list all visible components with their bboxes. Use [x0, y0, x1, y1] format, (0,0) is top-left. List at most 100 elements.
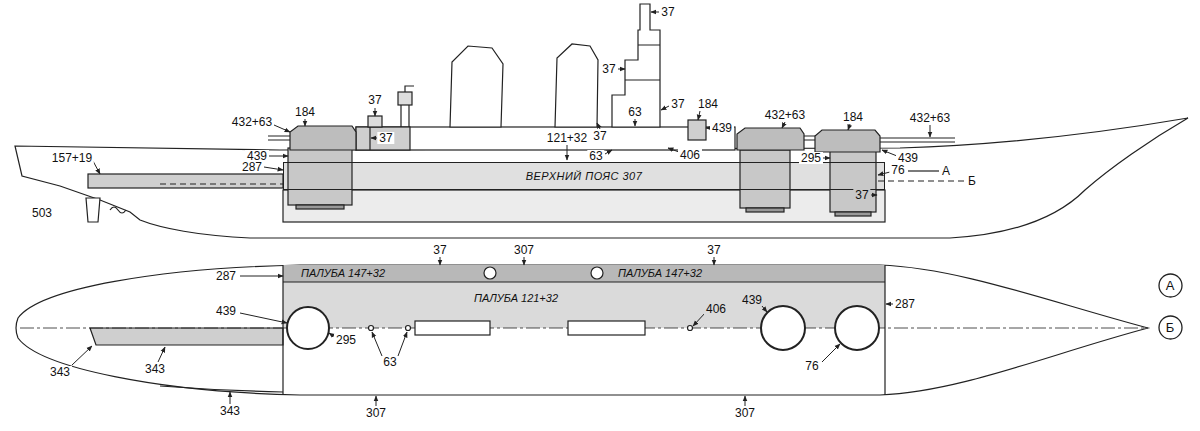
callout-number: 37 — [659, 6, 676, 18]
barbette — [740, 150, 790, 208]
turret — [815, 130, 880, 152]
callout-number: 439 — [214, 305, 238, 317]
leader — [822, 344, 840, 362]
leader — [605, 150, 612, 154]
callout-number: 343 — [48, 366, 72, 378]
turret — [737, 128, 804, 150]
leader — [698, 111, 700, 120]
funnel — [450, 46, 503, 127]
barbette-ring — [835, 306, 879, 350]
callout-number: 37 — [591, 130, 608, 142]
barbette — [288, 148, 352, 205]
upper-belt-fill — [283, 162, 885, 190]
stern-deck-armor — [90, 328, 283, 345]
leader — [274, 125, 290, 132]
director — [688, 120, 706, 140]
leader — [567, 145, 568, 160]
mast-pole — [401, 86, 414, 127]
hull-plan — [16, 265, 1148, 395]
callout-number: 184 — [696, 98, 720, 110]
callout-number: 287 — [893, 298, 917, 310]
leader — [597, 123, 600, 129]
callout-number: 76 — [889, 164, 906, 176]
leader — [848, 124, 850, 130]
lower-belt — [283, 190, 885, 222]
propeller — [110, 207, 126, 213]
callout-number: 439 — [896, 152, 920, 164]
leader — [240, 313, 287, 323]
deck-strip — [283, 265, 885, 282]
callout-number: 37 — [853, 189, 870, 201]
funnel — [555, 44, 598, 127]
callout-number: 37 — [705, 244, 722, 256]
mast-pole — [369, 127, 370, 150]
circle-outline — [1159, 316, 1182, 339]
leader — [782, 122, 785, 128]
leader — [618, 69, 625, 70]
callout-number: 295 — [334, 334, 358, 346]
callout-number: 432+63 — [763, 109, 807, 121]
mast-top — [398, 92, 412, 105]
callout-number: 432+63 — [908, 112, 952, 124]
callout-number: 287 — [240, 161, 264, 173]
callout-number: 406 — [678, 149, 702, 161]
callout-number: 37 — [431, 244, 448, 256]
tower — [612, 4, 660, 127]
tube — [591, 267, 603, 279]
rudder — [86, 198, 100, 222]
leader — [305, 119, 306, 126]
tube-dot — [406, 326, 411, 331]
callout-number: 406 — [704, 303, 728, 315]
mast-top — [368, 116, 382, 127]
section-line-a — [908, 170, 939, 171]
tower-decks — [625, 45, 660, 80]
callout-number: 37 — [377, 132, 394, 144]
callout-number: 307 — [364, 407, 388, 419]
leader — [745, 396, 746, 406]
section-letter: А — [940, 165, 952, 177]
leader — [375, 108, 376, 116]
callout-number: 63 — [381, 356, 398, 368]
leader — [661, 106, 669, 110]
leader — [440, 257, 441, 265]
gun — [268, 136, 290, 140]
uptake — [415, 321, 490, 335]
barbette-base — [746, 208, 784, 212]
section-circle: А — [1158, 273, 1183, 298]
callout-number: 37 — [366, 94, 383, 106]
section-letter: А — [1166, 278, 1175, 293]
leader — [268, 156, 288, 157]
leader — [878, 172, 890, 175]
callout-number: 295 — [799, 152, 823, 164]
callout-number: 157+19 — [50, 152, 94, 164]
callout-number: 184 — [293, 106, 317, 118]
armor-belt-band: ВЕРХНИЙ ПОЯС 307 — [283, 162, 885, 190]
stern-side-armor — [160, 386, 283, 392]
callout-number: 432+63 — [230, 116, 274, 128]
deck-label: ПАЛУБА 147+32 — [299, 267, 387, 279]
leader — [882, 150, 897, 156]
leader — [230, 392, 231, 404]
callout-number: 439 — [710, 122, 734, 134]
leader — [714, 257, 715, 265]
leader — [871, 195, 877, 196]
leader — [372, 332, 382, 356]
leader — [635, 119, 636, 126]
leader — [158, 347, 165, 362]
uptake — [568, 321, 645, 335]
hull-side — [15, 118, 1188, 238]
leader — [240, 276, 283, 277]
callout-number: 184 — [841, 111, 865, 123]
deck-edge — [283, 281, 885, 282]
callout-number: 37 — [600, 63, 617, 75]
section-letter: Б — [1166, 320, 1175, 335]
leader — [72, 346, 92, 365]
barbette-ring — [761, 306, 805, 350]
tube — [484, 267, 496, 279]
callout-number: 287 — [214, 270, 238, 282]
section-letter: Б — [966, 175, 978, 187]
leader — [524, 257, 525, 265]
circle-outline — [1159, 274, 1182, 297]
leader — [376, 396, 377, 406]
